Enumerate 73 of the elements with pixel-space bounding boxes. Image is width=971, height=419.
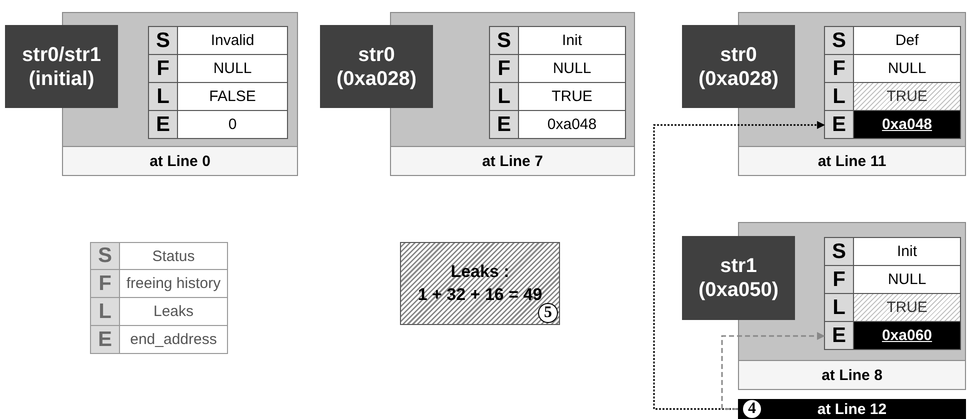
row-key: S [496,28,511,52]
row-value: freeing history [126,275,221,292]
row-key: E [832,112,846,136]
row-value: TRUE [886,88,928,105]
table-row [489,111,626,139]
leaks-sum: 1 + 32 + 16 = 49 [418,284,542,306]
variable-box: str0 (0xa028) [320,25,433,108]
variable-box: str1 (0xa050) [682,236,795,320]
table-row [824,237,961,266]
line-footer: at Line 7 [391,146,634,175]
row-value: Init [562,32,582,49]
table-row [824,83,961,111]
row-value: NULL [888,271,926,288]
row-key: S [832,28,846,52]
row-key: S [98,244,112,268]
table-row [824,294,961,322]
row-value: FALSE [209,88,256,105]
row-value: TRUE [552,88,592,105]
line-footer: at Line 8 [739,360,965,389]
table-row [824,266,961,294]
row-value: TRUE [886,299,928,316]
row-key: F [156,56,170,80]
connector-arrow [721,332,825,410]
row-key: F [98,272,112,296]
line-footer: at Line 11 [739,146,965,175]
line-bar [738,399,966,419]
row-key: L [98,300,112,324]
variable-box: str0 (0xa028) [682,25,795,108]
row-value: 0xa048 [882,116,932,133]
row-value: 0xa048 [547,116,597,133]
table-row [489,26,626,55]
row-key: L [156,84,170,108]
row-key: E [496,112,511,136]
row-key: F [832,268,846,292]
row-value: Status [152,248,195,264]
leaks-box [400,242,560,325]
row-key: E [98,328,112,352]
table-row [824,26,961,55]
table-row [824,322,961,350]
row-key: L [832,296,846,320]
row-value: 0 [228,116,237,133]
row-value: NULL [888,60,926,77]
variable-box: str0/str1 (initial) [5,25,118,108]
row-value: end_address [130,331,217,348]
row-value: 0xa060 [882,327,932,344]
line-footer: at Line 0 [63,146,297,175]
table-row [489,55,626,83]
callout-number: 5 [538,303,558,323]
row-value: NULL [552,60,592,77]
row-value: Def [895,32,919,49]
row-value: Init [896,243,917,260]
row-value: NULL [213,60,252,77]
row-value: Leaks [153,303,194,320]
row-key: L [498,84,510,108]
table-row [148,111,288,139]
table-row [824,111,961,139]
row-key: S [832,240,846,264]
table-row [148,55,288,83]
leaks-heading: Leaks : [450,260,510,283]
callout-number: 4 [742,399,762,419]
row-key: F [498,56,510,80]
row-key: F [832,56,846,80]
connector-arrow [653,121,825,410]
table-row [824,55,961,83]
row-key: E [156,112,170,136]
row-value: Invalid [210,32,254,49]
row-key: L [832,84,846,108]
row-key: E [832,324,846,348]
line-label: at Line 12 [817,400,887,418]
table-row [489,83,626,111]
table-row [148,83,288,111]
table-row [148,26,288,55]
row-key: S [156,28,170,52]
